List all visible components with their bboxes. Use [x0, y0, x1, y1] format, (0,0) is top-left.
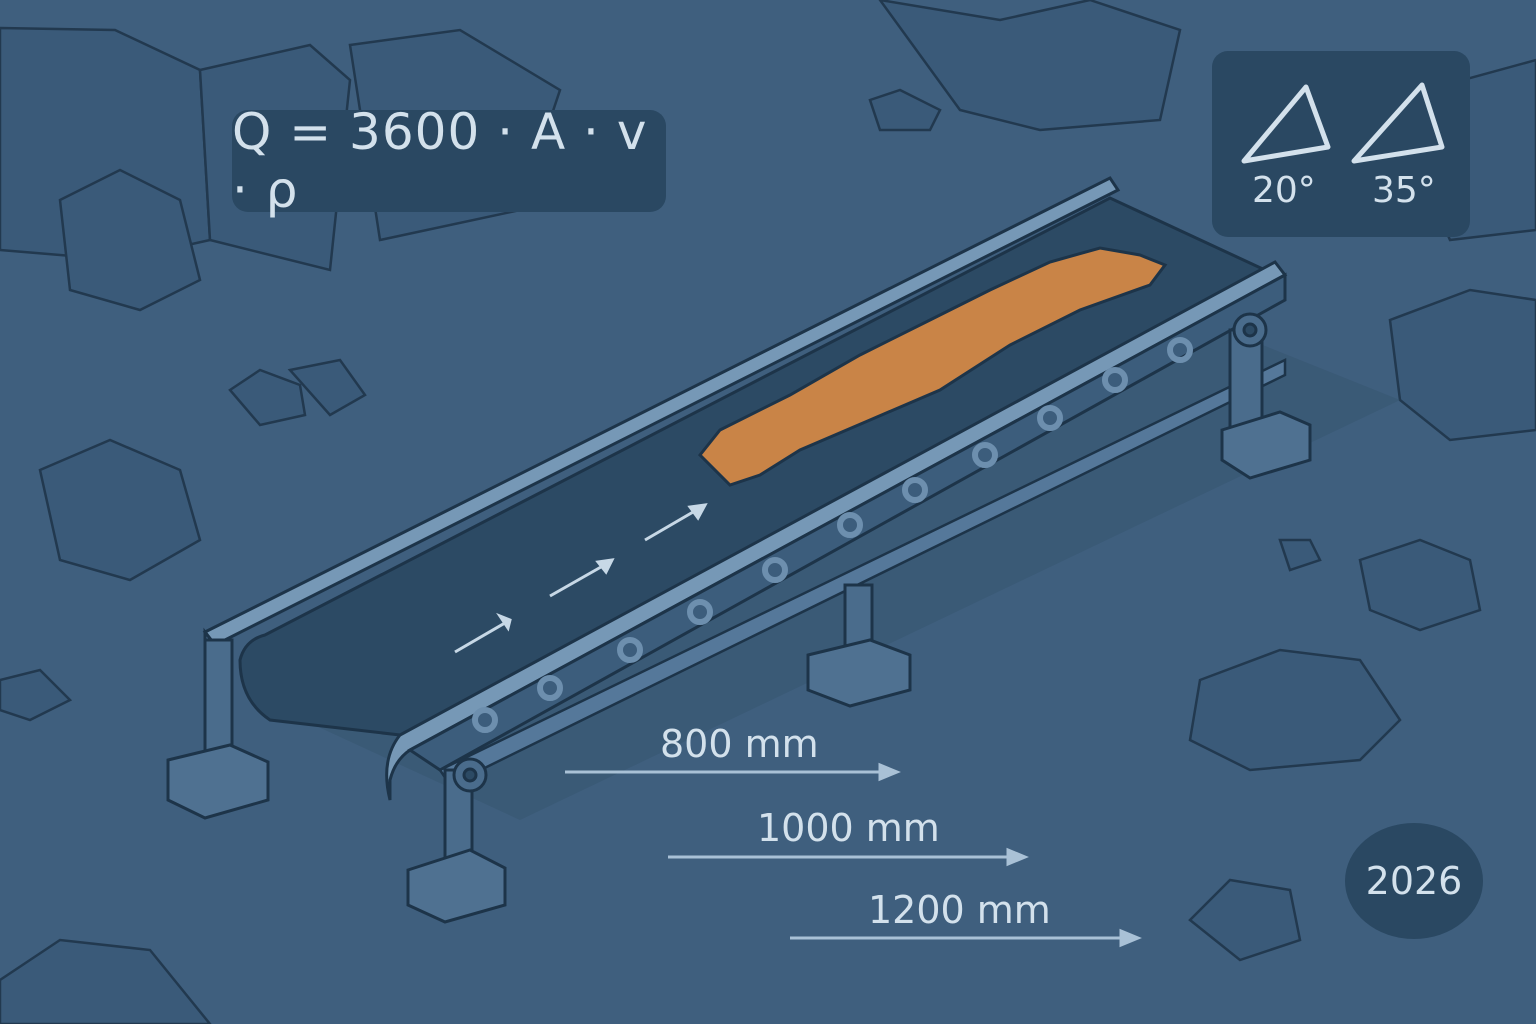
dimension-arrows	[565, 762, 1142, 948]
trough-angle-panel	[1212, 51, 1470, 237]
year-text: 2026	[1365, 859, 1463, 903]
pulley	[452, 312, 1268, 793]
support-legs	[166, 328, 1312, 924]
belt-direction-arrows	[454, 503, 708, 654]
width-label-800: 800 mm	[660, 722, 819, 766]
year-badge: 2026	[1345, 823, 1483, 939]
angle-label-35: 35°	[1372, 170, 1436, 211]
triangle-icon	[1351, 82, 1445, 164]
capacity-formula-panel: Q = 3600 · A · v · ρ	[232, 103, 666, 219]
width-label-1000: 1000 mm	[757, 806, 940, 850]
triangle-icon	[1241, 84, 1331, 164]
capacity-formula: Q = 3600 · A · v · ρ	[232, 103, 648, 219]
width-label-1200: 1200 mm	[868, 888, 1051, 932]
material-load	[697, 246, 1168, 487]
idler-rollers	[472, 337, 1193, 733]
angle-label-20: 20°	[1252, 170, 1316, 211]
